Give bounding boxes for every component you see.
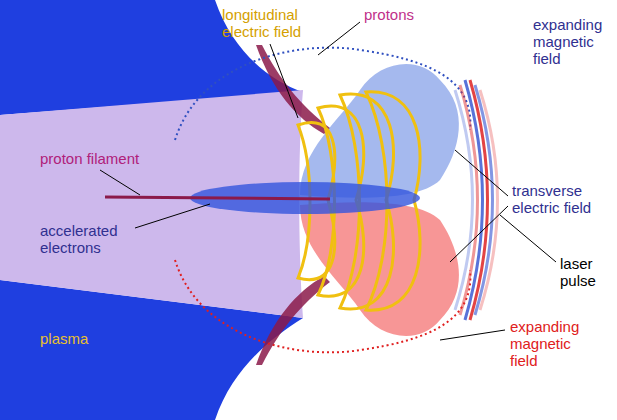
laser-label: laser pulse <box>560 255 610 289</box>
field-label: longitudinal electric field <box>222 6 320 40</box>
region-label: plasma <box>40 330 88 347</box>
field-label: transverse electric field <box>512 182 612 216</box>
proton-layer <box>256 45 330 134</box>
field-label: expanding magnetic field <box>533 16 611 67</box>
particle-label: accelerated electrons <box>40 222 132 256</box>
proton-filament <box>105 197 330 199</box>
particle-label: proton filament <box>40 150 139 167</box>
particle-label: protons <box>364 6 414 23</box>
field-label: expanding magnetic field <box>510 318 588 369</box>
leader-lines <box>100 22 556 340</box>
laser-pulse <box>455 80 498 320</box>
